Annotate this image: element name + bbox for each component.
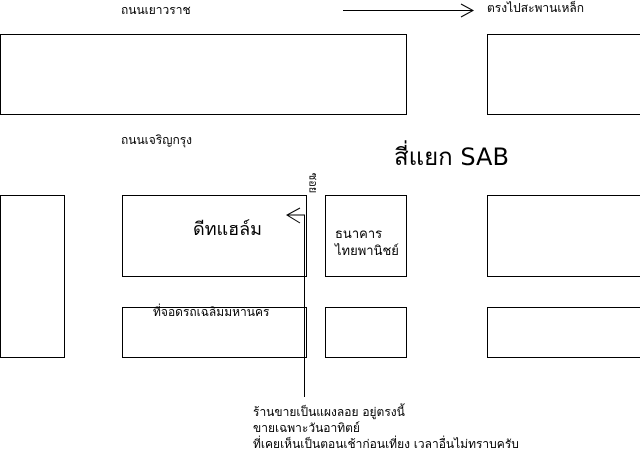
- block-parking: [122, 307, 307, 358]
- note-line-2: ขายเฉพาะวันอาทิตย์: [253, 421, 360, 435]
- location-arrow: [285, 207, 305, 397]
- soi-label: ซอย: [306, 172, 320, 194]
- block-dtac-hall: [122, 195, 307, 277]
- direction-arrow: [343, 3, 475, 18]
- road-label-charoen-krung: ถนนเจริญกรุง: [121, 133, 193, 147]
- bank-label-line2: ไทยพานิชย์: [335, 244, 399, 259]
- block-right-mid: [487, 195, 640, 277]
- block-bank: [325, 195, 407, 277]
- bank-label-line1: ธนาคาร: [335, 227, 383, 242]
- direction-label: ตรงไปสะพานเหล็ก: [487, 1, 585, 15]
- note-line-3: ที่เคยเห็นเป็นตอนเช้าก่อนเที่ยง เวลาอื่น…: [253, 437, 519, 451]
- block-lower-right: [487, 307, 640, 358]
- road-label-yaowarat: ถนนเยาวราช: [121, 3, 191, 17]
- block-left: [0, 195, 65, 358]
- note-line-1: ร้านขายเป็นแผงลอย อยู่ตรงนี้: [253, 405, 405, 419]
- block-top-right: [487, 34, 640, 115]
- intersection-label: สี่แยก SAB: [394, 143, 509, 171]
- block-top-left: [0, 34, 407, 115]
- parking-label: ที่จอดรถเฉลิมมหานคร: [153, 305, 270, 319]
- dtac-hall-label: ดีทแฮล์ม: [193, 219, 263, 240]
- block-lower-mid: [325, 307, 407, 358]
